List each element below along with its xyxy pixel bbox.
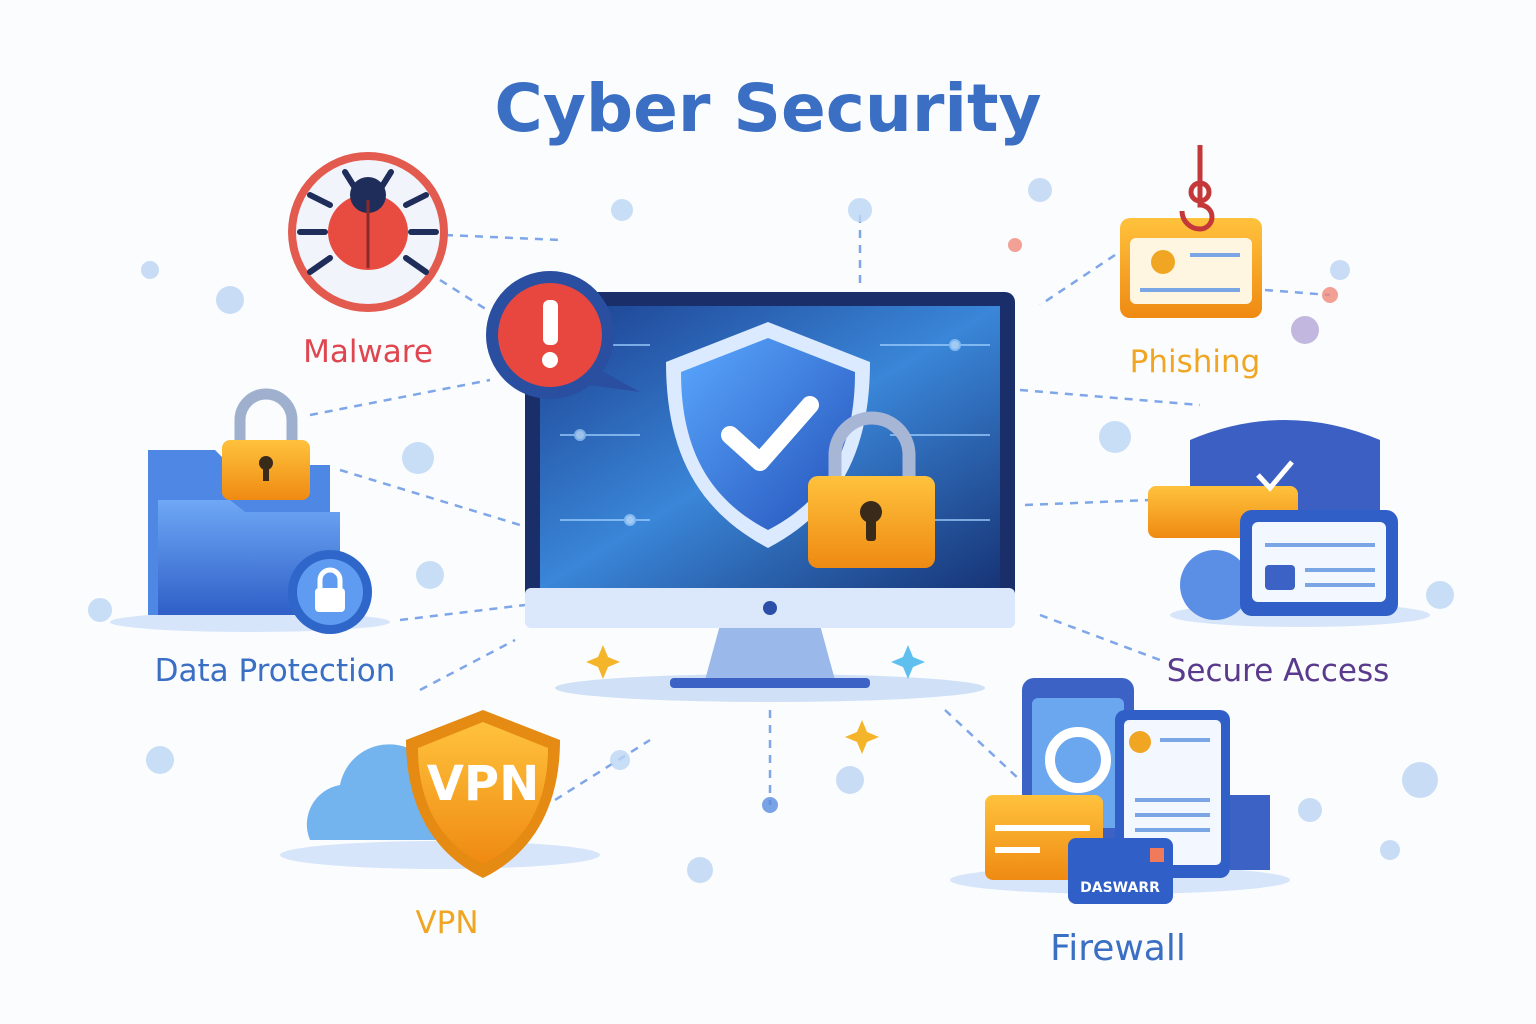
vpn-shield-text: VPN [427, 756, 540, 812]
network-dots [88, 178, 1454, 883]
label-firewall: Firewall [1050, 928, 1186, 969]
data-protection-folder-icon [110, 388, 390, 634]
label-malware: Malware [303, 334, 433, 370]
vpn-shield-icon: VPN [280, 710, 600, 878]
label-data-protection: Data Protection [154, 653, 396, 689]
sparkle-icons [586, 645, 925, 754]
secure-access-icon [1148, 420, 1430, 627]
page-title: Cyber Security [494, 70, 1042, 147]
label-vpn: VPN [415, 905, 479, 941]
network-connections [309, 215, 1331, 805]
firewall-card-text: DASWARR [1080, 880, 1160, 896]
phishing-hook-card-icon [1120, 145, 1262, 318]
malware-bug-icon [288, 152, 448, 312]
alert-icon [486, 271, 640, 399]
label-secure-access: Secure Access [1166, 653, 1390, 689]
firewall-devices-icon: DASWARR [950, 678, 1290, 904]
padlock-icon [808, 411, 935, 568]
label-phishing: Phishing [1129, 344, 1261, 380]
